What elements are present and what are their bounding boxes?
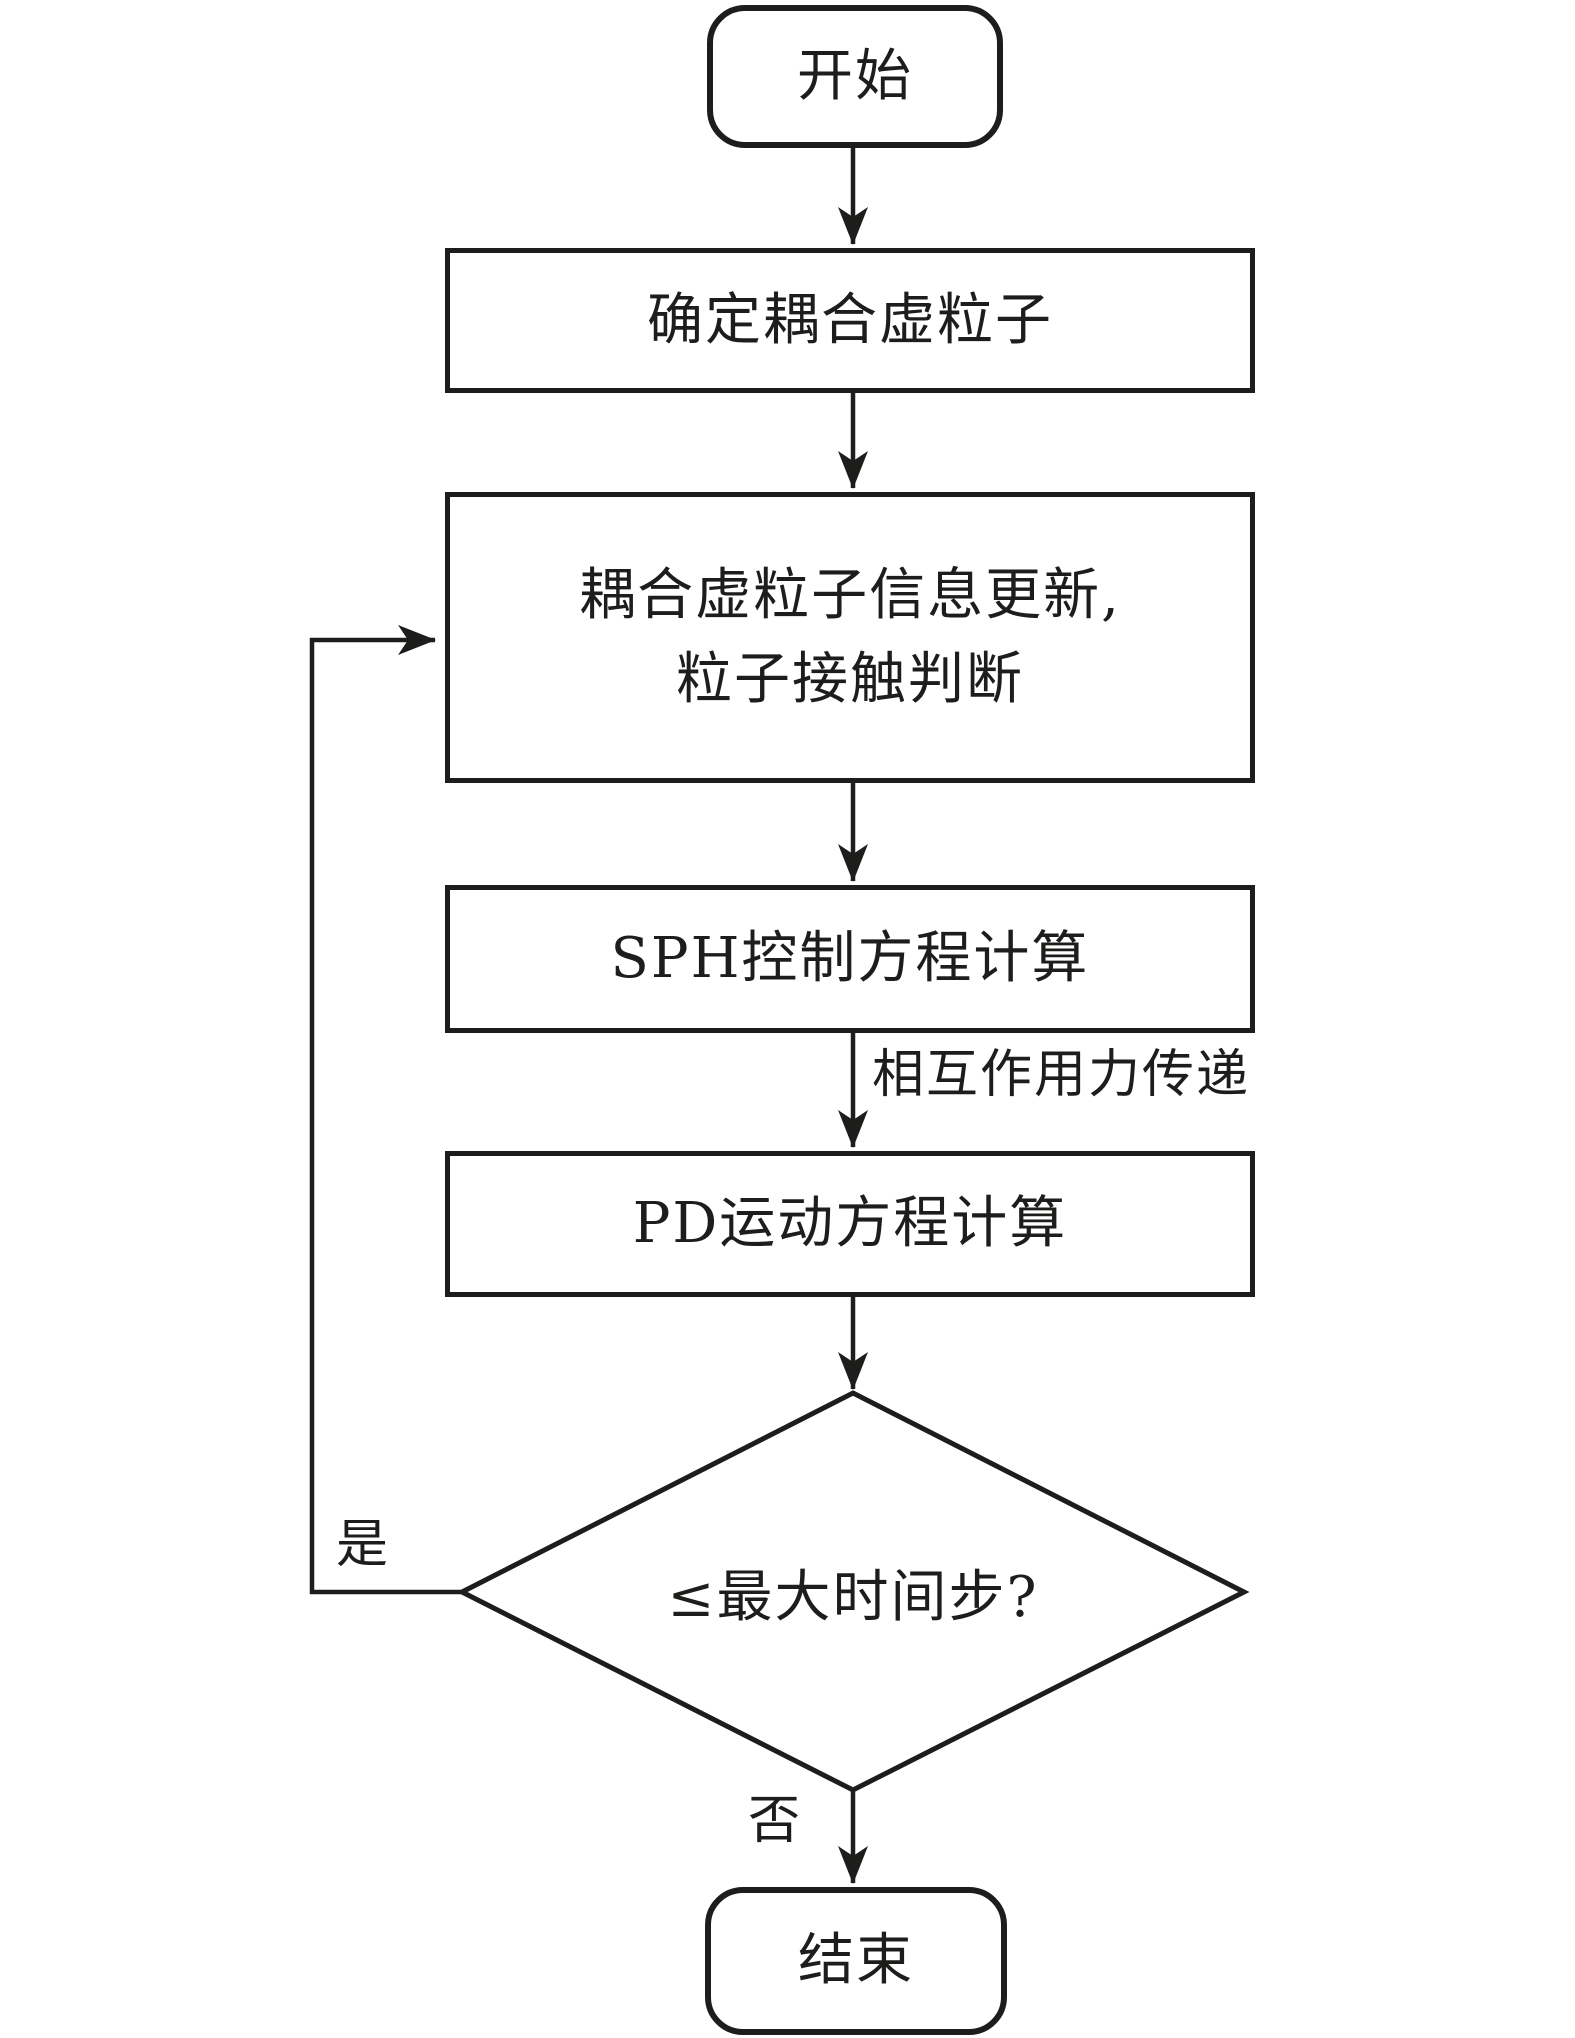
decision-diamond (456, 1390, 1250, 1793)
edge-label-force-transfer: 相互作用力传递 (872, 1045, 1251, 1105)
node-determine-label: 确定耦合虚粒子 (647, 287, 1053, 353)
node-determine-virtual-particles: 确定耦合虚粒子 (445, 248, 1255, 393)
node-start-label: 开始 (797, 43, 913, 109)
node-update-label-line2: 粒子接触判断 (676, 646, 1024, 712)
decision-label: ≤最大时间步? (503, 1540, 1203, 1644)
node-sph-governing-equations: SPH控制方程计算 (445, 885, 1255, 1033)
edge-label-yes: 是 (336, 1515, 391, 1575)
node-end-label: 结束 (798, 1928, 914, 1993)
node-pd-label: PD运动方程计算 (632, 1191, 1068, 1256)
edge-yes-loop (309, 625, 462, 1595)
node-update-and-contact-check: 耦合虚粒子信息更新, 粒子接触判断 (445, 492, 1255, 783)
node-update-label-line1: 耦合虚粒子信息更新, (579, 562, 1121, 628)
node-start: 开始 (707, 5, 1003, 148)
node-end: 结束 (705, 1887, 1007, 2035)
node-sph-label: SPH控制方程计算 (610, 926, 1090, 991)
node-update-label: 耦合虚粒子信息更新, 粒子接触判断 (579, 554, 1121, 722)
node-pd-motion-equations: PD运动方程计算 (445, 1151, 1255, 1297)
decision-label-text: ≤最大时间步? (667, 1564, 1039, 1630)
edge-label-no: 否 (748, 1791, 803, 1851)
